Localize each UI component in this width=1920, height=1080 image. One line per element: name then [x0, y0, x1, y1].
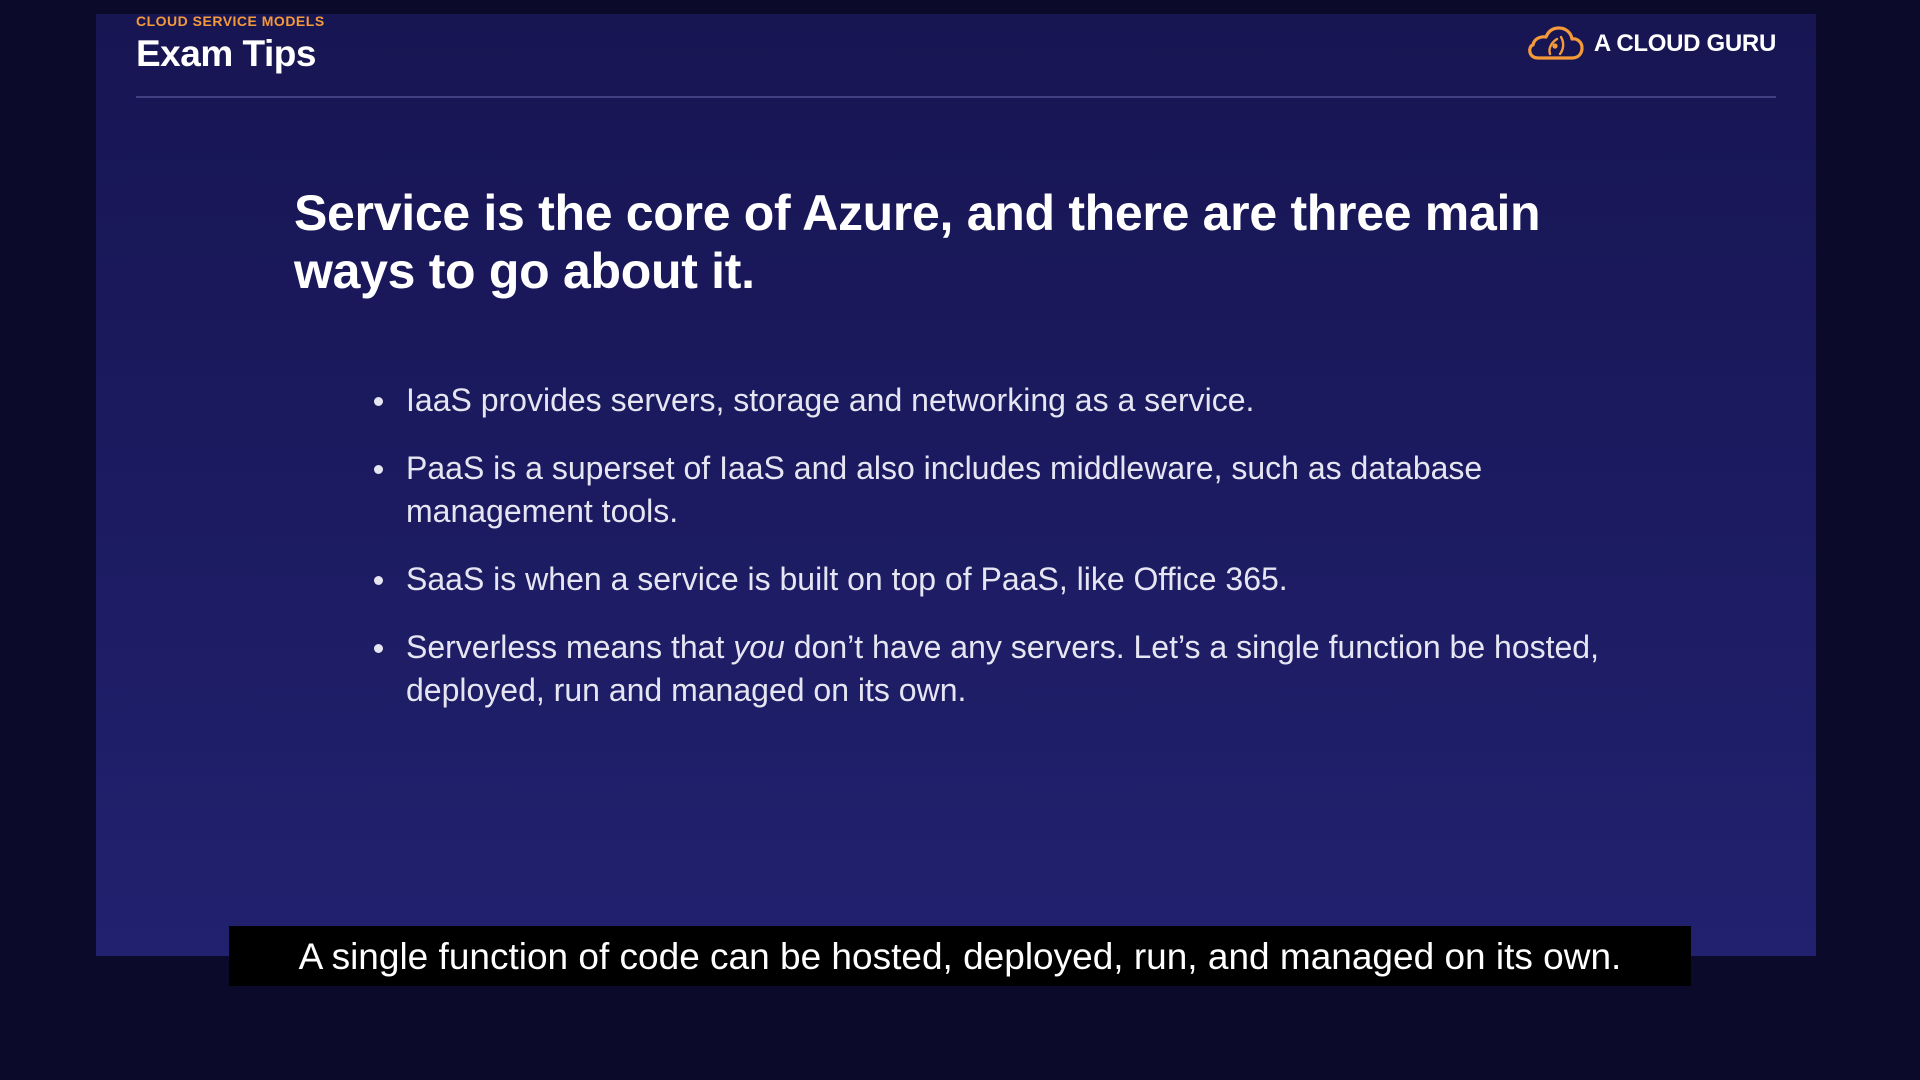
bullet-list: IaaS provides servers, storage and netwo… [374, 379, 1614, 737]
bullet-iaas: IaaS provides servers, storage and netwo… [374, 379, 1614, 422]
subtitle-text: A single function of code can be hosted,… [298, 935, 1622, 977]
bullet-serverless-before: Serverless means that [406, 629, 734, 665]
slide-headline: Service is the core of Azure, and there … [294, 185, 1541, 299]
cloud-logo-icon [1527, 26, 1584, 60]
bullet-serverless-emphasis: you [733, 629, 785, 665]
header-divider [136, 96, 1776, 98]
subtitle-caption: A single function of code can be hosted,… [229, 926, 1691, 986]
slide-header: CLOUD SERVICE MODELS Exam Tips A CLOUD G… [136, 14, 1776, 98]
bullet-serverless: Serverless means that you don’t have any… [374, 626, 1614, 712]
brand: A CLOUD GURU [1526, 24, 1776, 64]
bullet-paas: PaaS is a superset of IaaS and also incl… [374, 447, 1614, 533]
slide-title: Exam Tips [136, 33, 316, 74]
bullet-serverless-after: don’t have any servers. Let’s a single f… [406, 629, 1599, 708]
brand-name: A CLOUD GURU [1593, 30, 1776, 57]
bullet-saas: SaaS is when a service is built on top o… [374, 558, 1614, 601]
section-label: CLOUD SERVICE MODELS [136, 14, 325, 29]
slide: CLOUD SERVICE MODELS Exam Tips A CLOUD G… [96, 14, 1816, 956]
